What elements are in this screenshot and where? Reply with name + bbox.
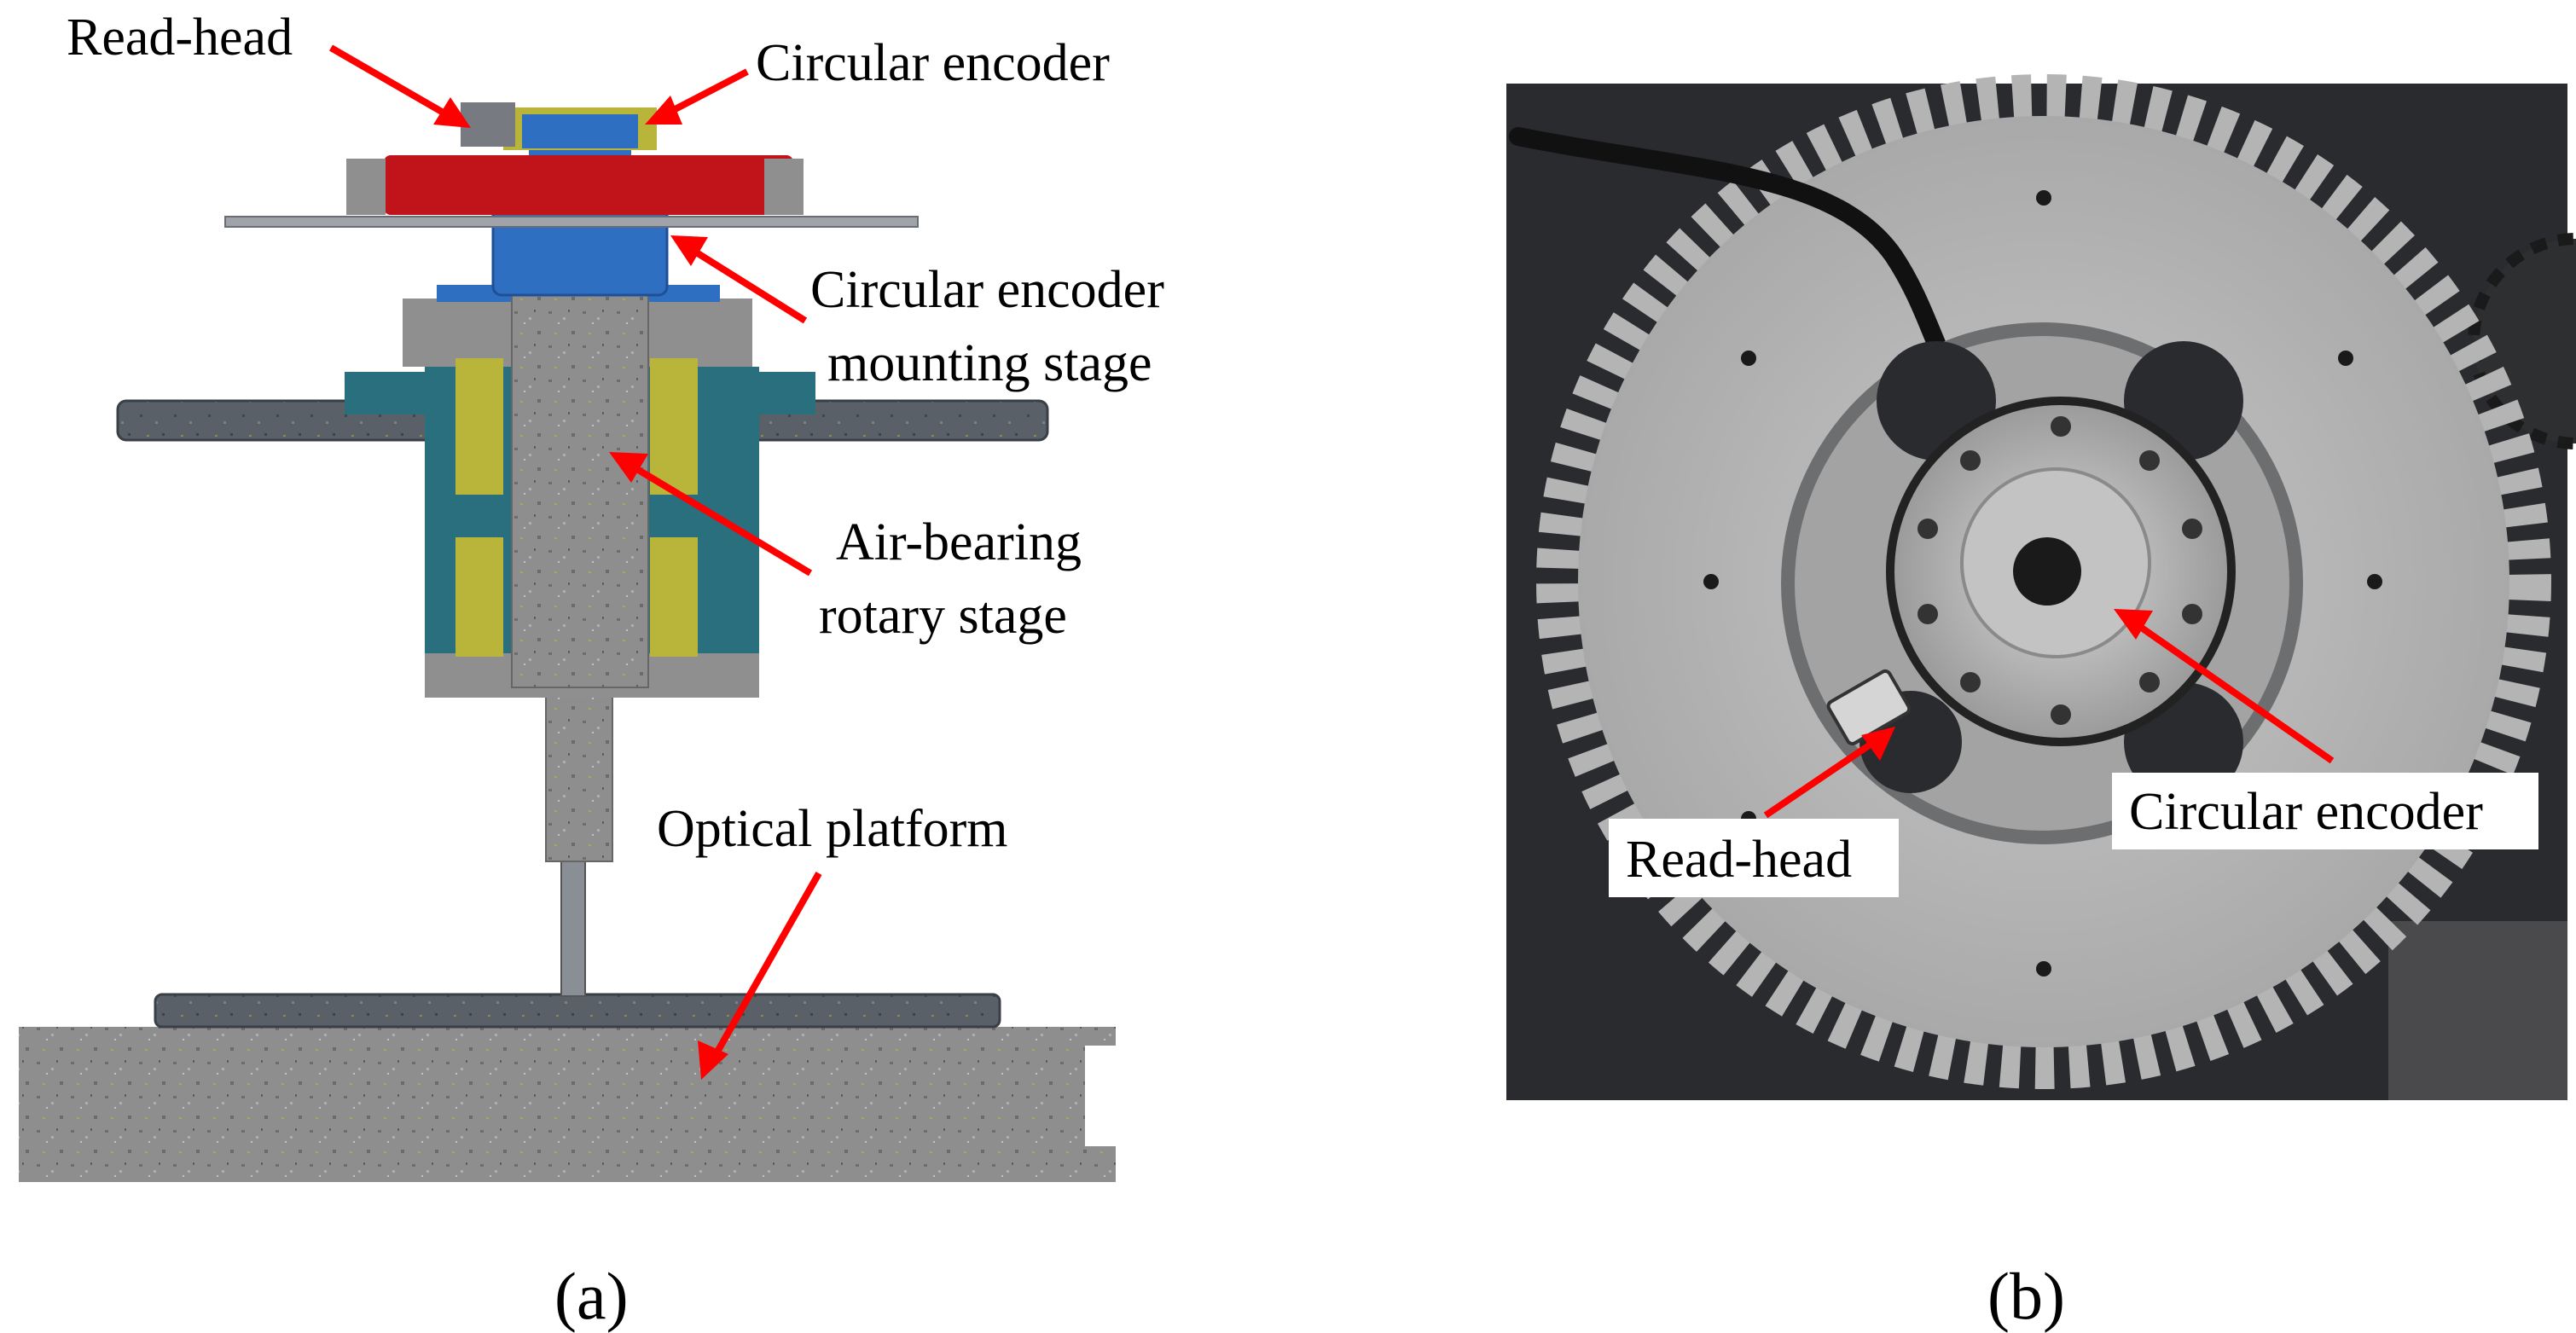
thin-mounting-plate	[224, 216, 919, 228]
read-head-photo	[1826, 669, 1912, 746]
support-rod	[560, 852, 586, 997]
caption-b: (b)	[1987, 1259, 2065, 1333]
label-air-bearing-line2: rotary stage	[819, 587, 1067, 645]
gear-teeth-ring	[1536, 74, 2551, 1089]
label-circular-encoder-a: Circular encoder	[756, 34, 1110, 92]
label-mounting-stage-line1: Circular encoder	[810, 261, 1164, 319]
panel-a-cad-diagram: Read-head Circular encoder Circular enco…	[19, 9, 1164, 1333]
label-optical-platform: Optical platform	[657, 800, 1007, 858]
flange-bolt-right	[764, 159, 804, 215]
encoder-bolt-holes	[1917, 416, 2202, 725]
read-head-part	[461, 102, 515, 147]
lower-shaft	[545, 673, 613, 862]
encoder-center-hole	[2013, 537, 2081, 606]
gear-holes	[1703, 190, 2382, 977]
magnet-right-upper	[650, 358, 698, 495]
panel-b-photo: Circular encoder Read-head (b)	[1506, 74, 2576, 1333]
encoder-top-cap	[522, 114, 638, 148]
optical-platform-slab	[19, 1027, 1116, 1182]
label-read-head-a: Read-head	[67, 9, 293, 67]
red-flange	[384, 155, 793, 215]
label-mounting-stage-line2: mounting stage	[827, 334, 1152, 392]
optical-platform-notch	[1085, 1046, 1119, 1146]
magnet-right-lower	[650, 537, 698, 657]
label-read-head-b: Read-head	[1626, 831, 1852, 889]
label-box-circular-encoder-b	[2112, 773, 2538, 849]
small-gear	[2468, 233, 2576, 449]
magnet-left-lower	[455, 537, 503, 657]
central-shaft	[511, 294, 649, 688]
base-plate	[154, 993, 1001, 1029]
flange-bolt-left	[346, 159, 386, 215]
photo-bg-bottom-right	[2388, 921, 2567, 1100]
label-box-read-head-b	[1609, 819, 1899, 897]
magnet-left-upper	[455, 358, 503, 495]
label-circular-encoder-b: Circular encoder	[2129, 783, 2483, 841]
label-air-bearing-line1: Air-bearing	[836, 513, 1082, 571]
caption-a: (a)	[554, 1259, 629, 1333]
